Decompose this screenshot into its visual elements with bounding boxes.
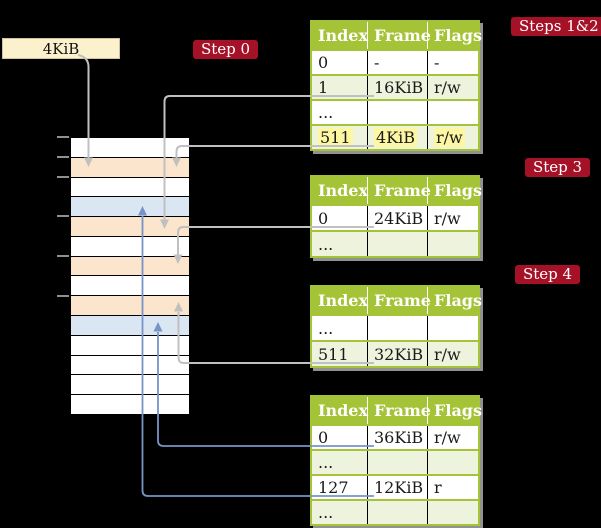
table-cell: 511 (318, 344, 349, 364)
table-header-cell: Flags (427, 177, 482, 204)
table-header-cell: Flags (427, 287, 482, 314)
table-cell: 24KiB (367, 206, 427, 230)
table-header-cell: Index (318, 291, 369, 310)
frame-address-box: 4KiB (2, 38, 120, 59)
highlighted-value: 511 (318, 128, 353, 147)
memory-frame-row (71, 138, 189, 157)
memory-frame-row (71, 235, 189, 256)
highlighted-value: r/w (434, 128, 465, 147)
table-cell: - (367, 51, 427, 74)
table-cell: 0 (318, 428, 329, 447)
badge-steps-1-2: Steps 1&2 (511, 17, 601, 36)
table-cell: 32KiB (367, 342, 427, 366)
table-cell: ... (318, 318, 334, 338)
table-cell: ... (318, 453, 334, 472)
table-cell: r/w (427, 76, 478, 99)
table-cell (427, 101, 478, 124)
memory-frame-row (71, 176, 189, 197)
table-cell: 12KiB (367, 476, 427, 499)
table-header-cell: Frame (367, 287, 431, 314)
badge-step-4: Step 4 (515, 265, 581, 284)
badge-step-3: Step 3 (525, 158, 591, 177)
table-cell (367, 451, 427, 474)
table-row: ... (312, 499, 478, 524)
memory-frame-row (71, 295, 189, 316)
memory-frame-row (71, 394, 189, 414)
table-cell (427, 501, 478, 524)
table-cell: r/w (427, 342, 478, 366)
table-cell (367, 101, 427, 124)
table-row: ... (312, 314, 478, 340)
table-cell (367, 501, 427, 524)
table-cell: ... (318, 103, 334, 122)
table-row: ... (312, 449, 478, 474)
table-row: ... (312, 230, 478, 256)
table-cell: 16KiB (367, 76, 427, 99)
table-cell (427, 232, 478, 256)
table-cell: 4KiB (367, 126, 427, 149)
table-cell (367, 232, 427, 256)
memory-frame-row (71, 216, 189, 236)
table-cell: ... (318, 234, 334, 254)
table-cell (367, 316, 427, 340)
table-cell: r/w (427, 126, 478, 149)
table-cell: r/w (427, 426, 478, 449)
table-cell (427, 451, 478, 474)
table-cell: 0 (318, 208, 329, 228)
table-header-cell: Frame (367, 177, 431, 204)
table-cell: ... (318, 503, 334, 522)
table-cell: - (427, 51, 478, 74)
table-cell: r (427, 476, 478, 499)
table-cell: r/w (427, 206, 478, 230)
table-cell: 36KiB (367, 426, 427, 449)
memory-frame-row (71, 156, 189, 177)
table-row: 0 -- (312, 49, 478, 74)
memory-frame-row (71, 354, 189, 375)
table-header-cell: Index (318, 401, 369, 420)
memory-frame-row (71, 196, 189, 217)
table-cell (427, 316, 478, 340)
table-header-cell: Flags (427, 397, 482, 424)
table-header-cell: Frame (367, 397, 431, 424)
table-cell: 1 (318, 78, 329, 97)
table-cell: 0 (318, 53, 329, 72)
table-row: ... (312, 99, 478, 124)
memory-frame-row (71, 334, 189, 355)
memory-address-ticks (57, 136, 69, 297)
badge-step-0: Step 0 (193, 40, 259, 59)
frame-address-label: 4KiB (42, 39, 80, 58)
table-row: 511 4KiB r/w (312, 124, 478, 149)
memory-frame-row (71, 255, 189, 276)
memory-frame-row (71, 275, 189, 296)
table-header-cell: Index (318, 181, 369, 200)
physical-memory-column (70, 137, 190, 415)
table-header-cell: Index (318, 26, 369, 45)
memory-frame-row (71, 374, 189, 395)
table-cell: 511 (312, 126, 367, 149)
table-header-cell: Flags (427, 22, 482, 49)
memory-frame-row (71, 315, 189, 335)
table-cell: 127 (318, 478, 349, 497)
table-header-cell: Frame (367, 22, 431, 49)
highlighted-value: 4KiB (374, 128, 418, 147)
